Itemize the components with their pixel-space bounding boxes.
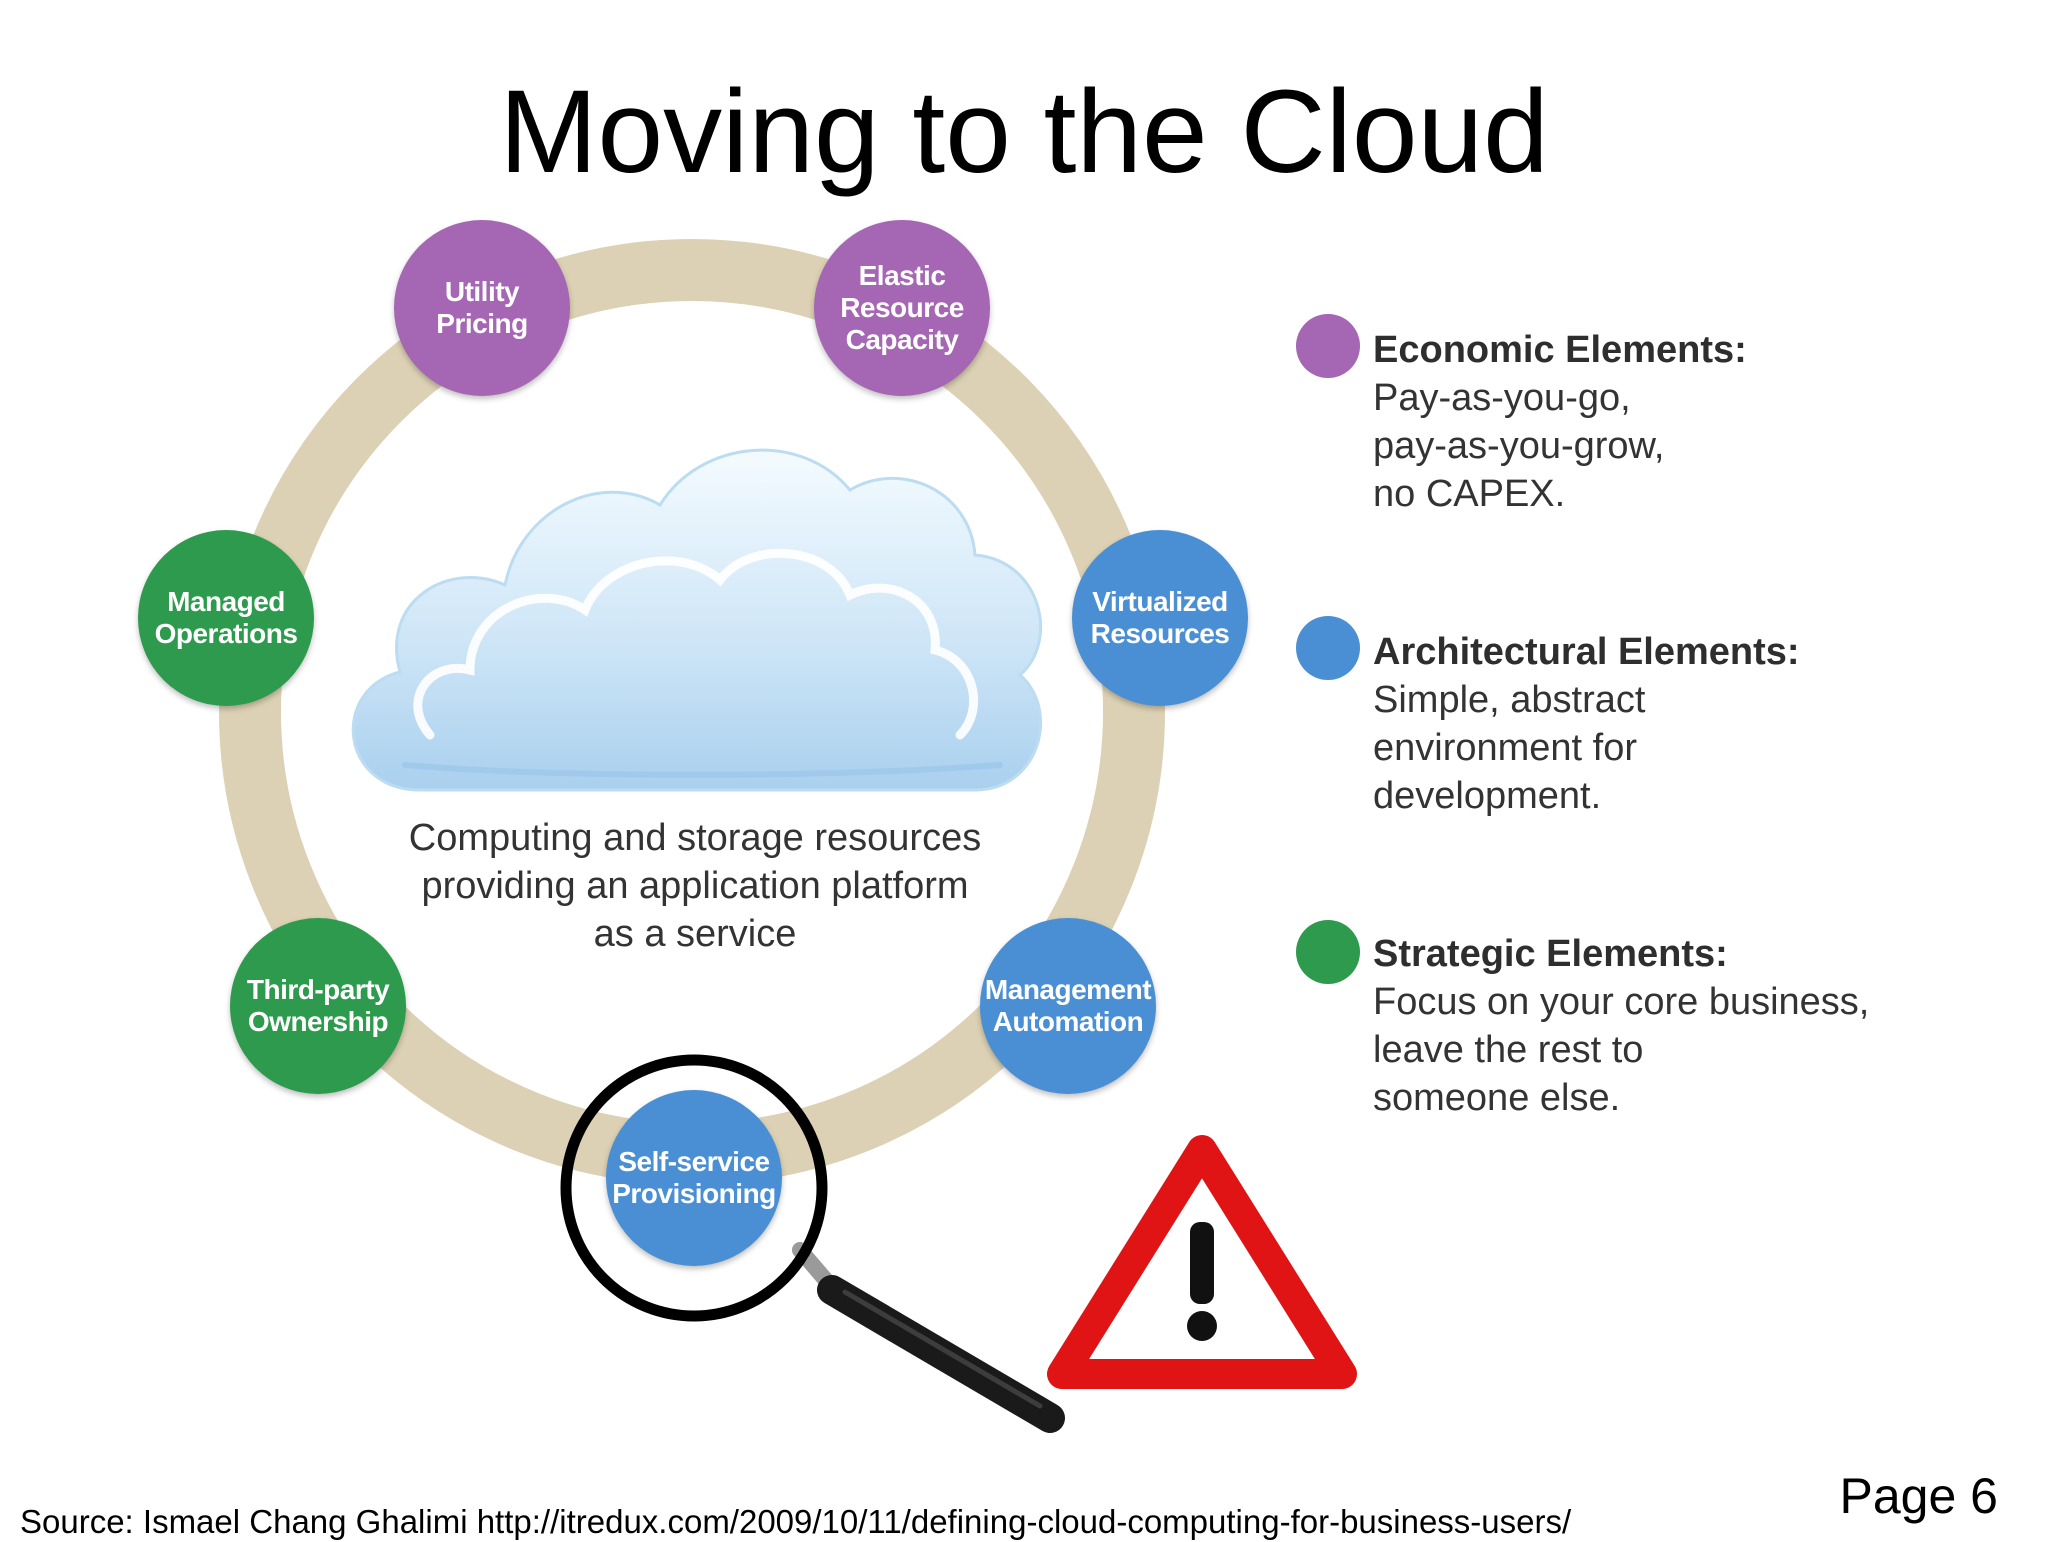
page-number: Page 6 bbox=[1839, 1468, 1998, 1524]
legend-dot-strategic bbox=[1296, 920, 1360, 984]
magnifying-glass-icon bbox=[560, 1054, 1065, 1433]
legend-body: Simple, abstract environment for develop… bbox=[1373, 679, 1646, 817]
node-elastic-resource-capacity: Elastic Resource Capacity bbox=[814, 220, 990, 396]
node-managed-operations: Managed Operations bbox=[138, 530, 314, 706]
legend-heading: Economic Elements: bbox=[1373, 329, 1747, 371]
node-self-service-provisioning: Self-service Provisioning bbox=[606, 1090, 782, 1266]
warning-triangle-icon bbox=[1047, 1135, 1357, 1389]
source-citation: Source: Ismael Chang Ghalimi http://itre… bbox=[20, 1503, 1572, 1540]
legend-dot-architectural bbox=[1296, 616, 1360, 680]
legend-body: Pay-as-you-go, pay-as-you-grow, no CAPEX… bbox=[1373, 377, 1665, 515]
legend-heading: Architectural Elements: bbox=[1373, 631, 1800, 673]
node-virtualized-resources: Virtualized Resources bbox=[1072, 530, 1248, 706]
legend-dot-economic bbox=[1296, 314, 1360, 378]
legend-heading: Strategic Elements: bbox=[1373, 933, 1728, 975]
node-utility-pricing: Utility Pricing bbox=[394, 220, 570, 396]
page-title: Moving to the Cloud bbox=[499, 66, 1549, 198]
legend-item-architectural: Architectural Elements: Simple, abstract… bbox=[1373, 628, 1993, 820]
legend-item-economic: Economic Elements: Pay-as-you-go, pay-as… bbox=[1373, 326, 1993, 518]
cloud-icon bbox=[351, 448, 1043, 792]
legend-body: Focus on your core business, leave the r… bbox=[1373, 981, 1870, 1119]
center-caption: Computing and storage resources providin… bbox=[408, 817, 982, 955]
legend-item-strategic: Strategic Elements: Focus on your core b… bbox=[1373, 930, 1993, 1122]
node-third-party-ownership: Third-party Ownership bbox=[230, 918, 406, 1094]
node-management-automation: Management Automation bbox=[980, 918, 1156, 1094]
